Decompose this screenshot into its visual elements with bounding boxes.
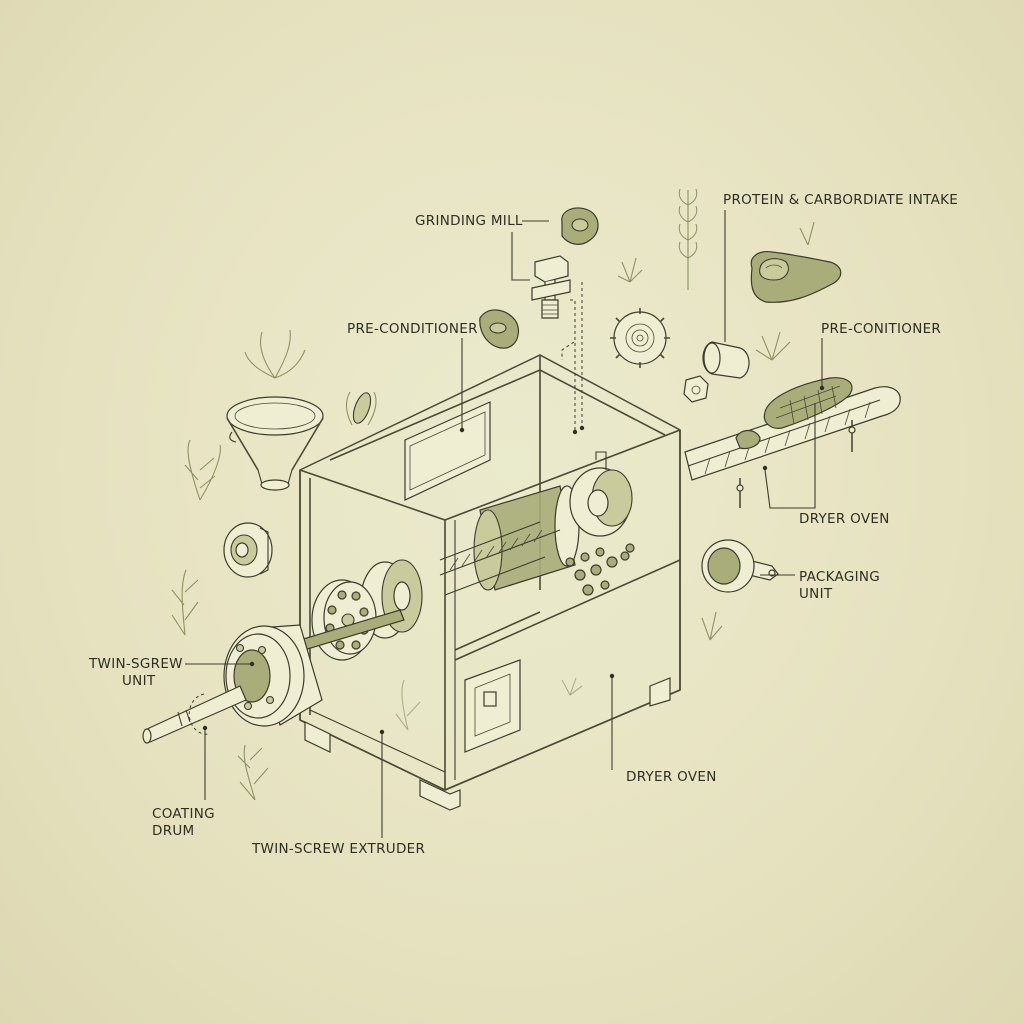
corn-icon [345,391,377,426]
label-coating-drum: COATING DRUM [152,806,215,840]
meat-icon [479,207,599,349]
gear-icon [610,308,670,368]
label-coating-line-1: COATING [152,806,215,822]
label-packaging-unit: PACKAGING UNIT [799,569,880,603]
label-dryer-oven-bottom: DRYER OVEN [626,769,717,785]
label-packaging-line-1: PACKAGING [799,569,881,585]
conveyor-icon [684,377,901,508]
label-twin-screw-line-2: UNIT [122,673,156,689]
flange-icon [223,522,273,578]
capsule-icon [702,341,750,379]
extruder-barrel [360,451,633,639]
nut-icon [683,375,709,403]
label-coating-line-2: DRUM [152,823,195,839]
leaf-icon [171,221,815,801]
twin-screw-unit [142,609,405,744]
label-grinding-mill: GRINDING MILL [415,213,523,229]
label-twin-screw-extruder: TWIN-SCREW EXTRUDER [252,841,426,857]
leader-lines [185,210,825,838]
wheat-icon [678,188,698,290]
funnel-icon [226,396,324,491]
label-pre-conditioner-right: PRE-CONITIONER [821,321,942,337]
label-twin-screw-line-1: TWIN-SGREW [89,656,183,672]
bolt-icon [531,255,571,319]
pellets [565,543,635,596]
packaging-unit [701,539,779,593]
label-dryer-oven-right: DRYER OVEN [799,511,890,527]
label-protein-intake: PROTEIN & CARBORDIATE INTAKE [723,192,959,208]
label-packaging-line-2: UNIT [799,586,833,602]
steak-icon [750,251,842,303]
label-twin-screw-unit: TWIN-SGREW UNIT [89,656,183,690]
label-pre-conditioner-left: PRE-CONDITIONER [347,321,478,337]
